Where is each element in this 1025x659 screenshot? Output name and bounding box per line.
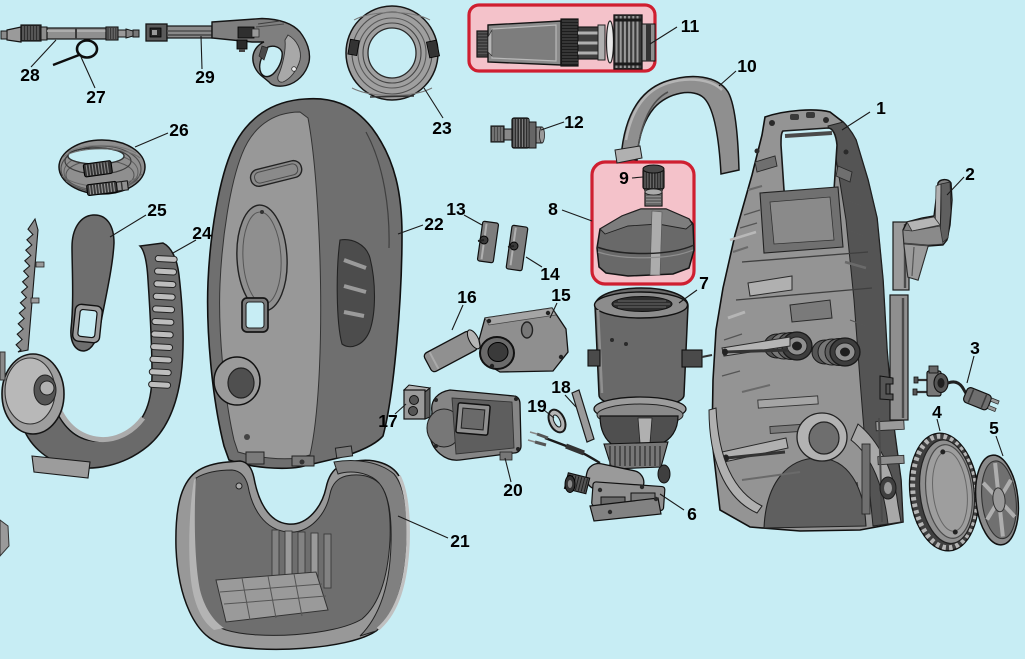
svg-text:25: 25 [147,200,167,220]
svg-text:3: 3 [970,338,980,358]
svg-text:9: 9 [619,168,629,188]
svg-text:29: 29 [195,67,215,87]
svg-text:15: 15 [551,285,571,305]
svg-text:13: 13 [446,199,466,219]
svg-text:14: 14 [540,264,560,284]
svg-text:7: 7 [699,273,709,293]
svg-text:28: 28 [20,65,40,85]
svg-text:17: 17 [378,411,397,431]
svg-text:12: 12 [564,112,584,132]
svg-text:5: 5 [989,418,999,438]
svg-text:22: 22 [424,214,444,234]
svg-text:2: 2 [965,164,975,184]
svg-text:8: 8 [548,199,558,219]
svg-text:18: 18 [551,377,571,397]
svg-text:11: 11 [681,16,700,36]
svg-text:21: 21 [450,531,470,551]
svg-text:20: 20 [503,480,523,500]
svg-text:27: 27 [86,87,105,107]
svg-text:10: 10 [737,56,757,76]
svg-text:19: 19 [527,396,547,416]
svg-text:16: 16 [457,287,477,307]
svg-text:6: 6 [687,504,697,524]
svg-text:24: 24 [192,223,212,243]
svg-text:4: 4 [932,402,942,422]
svg-text:26: 26 [169,120,189,140]
svg-text:23: 23 [432,118,452,138]
svg-text:1: 1 [876,98,886,118]
